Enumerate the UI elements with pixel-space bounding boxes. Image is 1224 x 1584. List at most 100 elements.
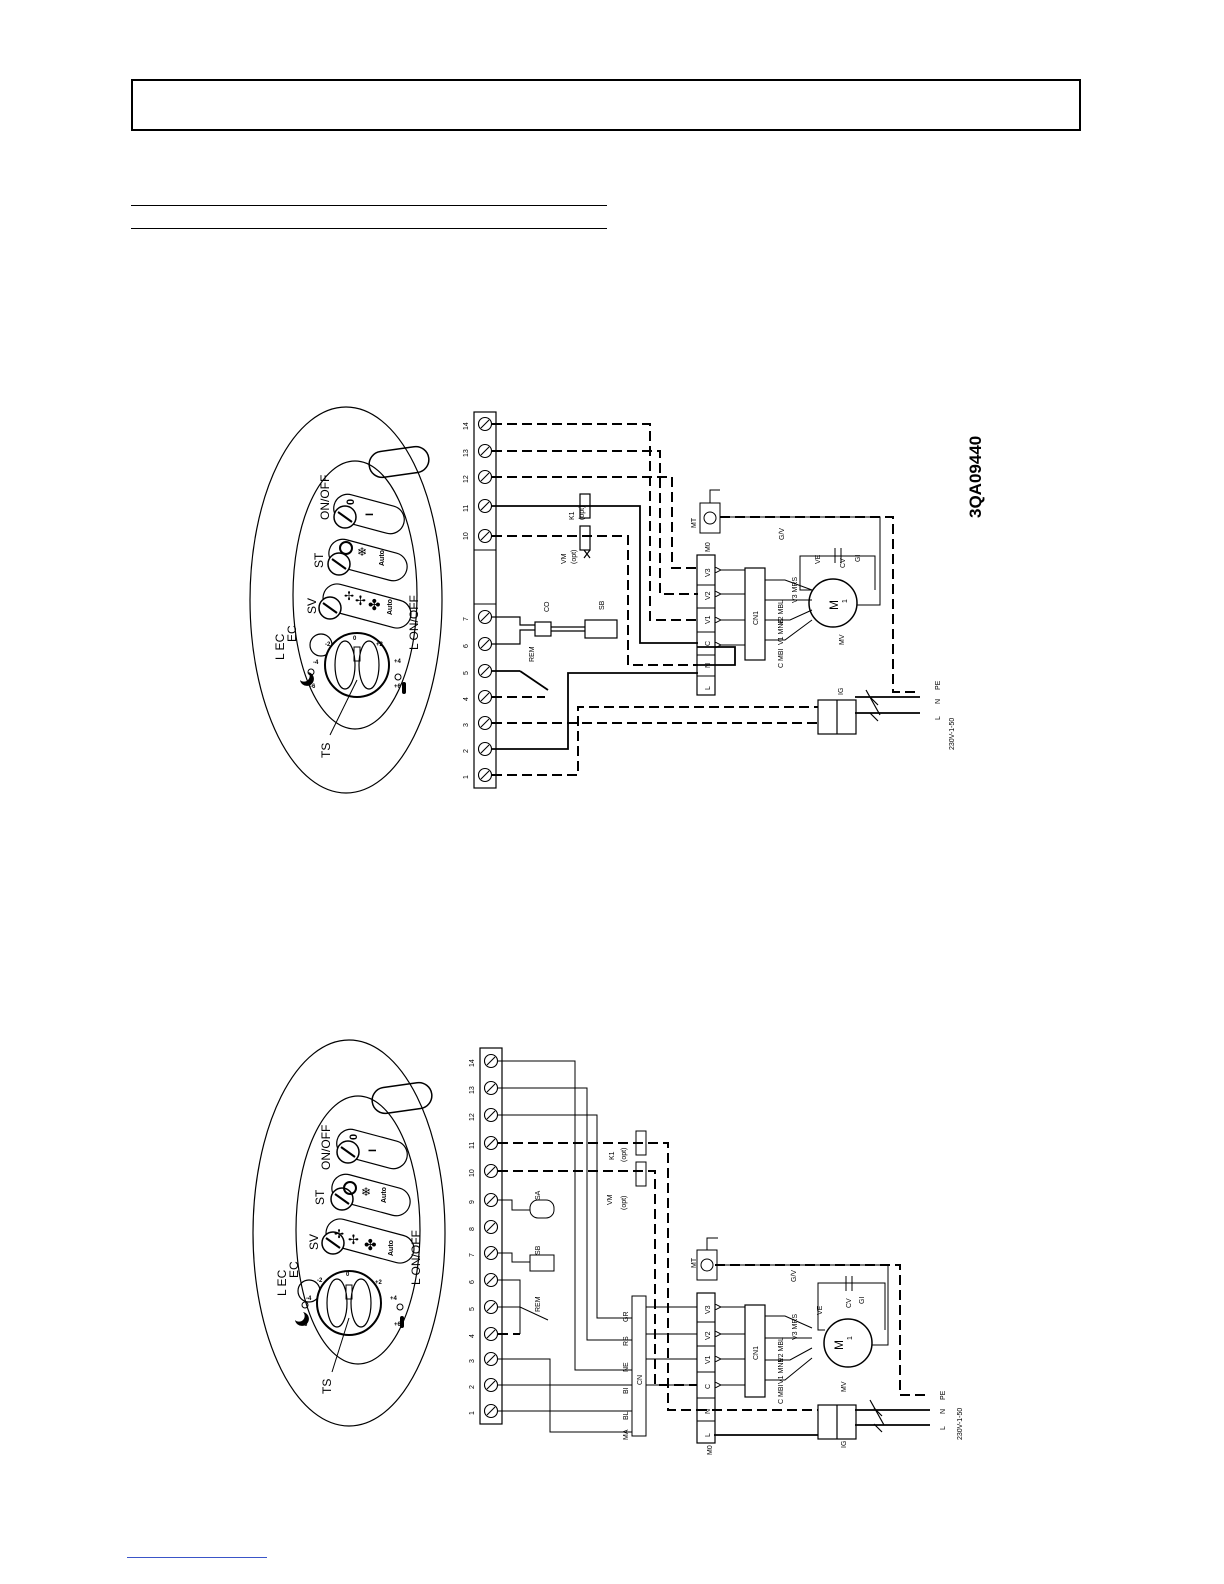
capacitor-1 [699,489,881,606]
label-ig: IG [841,1441,848,1448]
label-sa: SA [535,1190,542,1200]
document-code: 3QA09440 [966,436,985,518]
solid-wiring-2 [714,1409,930,1436]
label-l-on-off: L ON/OFF [407,595,421,650]
main-switch-2 [817,1399,885,1440]
label-gv: G/V [779,528,786,540]
label-wire: V1 MNE [778,619,785,645]
terminal-number: 6 [469,1280,476,1284]
moon-icon [295,1312,309,1326]
label-wire: V2 MBL [778,600,785,625]
snowflake-icon: ❄ [357,545,367,559]
label-auto-sv: Auto [388,1240,395,1256]
label-mains: PE [935,680,942,690]
component-labels-2: K1 (opt) VM (opt) SA SB REM CN GR RS NE … [535,1148,964,1455]
label-wire: C MBI [778,1385,785,1405]
thermostat-panel-2: ❄ ✢ ✢ ✤ ON/OFF 0 I ST SV EC L EC L ON/OF… [252,1039,446,1427]
label-wire: V3 MRS [792,577,799,603]
fan-low-icon: ✢ [344,589,354,603]
diagram-2: ❄ ✢ ✢ ✤ ON/OFF 0 I ST SV EC L EC L ON/OF… [252,1039,964,1455]
dial-tick: -2 [317,1278,323,1284]
terminal-number: 6 [463,644,470,648]
label-vm-opt: (opt) [571,550,578,564]
label-mains: L [935,716,942,720]
label-mains: N [935,699,942,704]
label-vm-opt: (opt) [621,1196,628,1210]
dial-tick: -2 [325,642,331,648]
label-sb: SB [535,1245,542,1255]
block-label: V3 [705,568,712,577]
terminal-number: 11 [463,505,470,512]
dial-tick: +4 [394,659,402,665]
label-auto-st: Auto [381,1187,388,1203]
field-wiring-2 [498,1142,930,1411]
terminal-number: 14 [469,1059,476,1067]
dial-tick: +6 [394,684,402,690]
label-mains: PE [940,1390,947,1400]
cn1-connector-1 [744,567,766,661]
rem-and-probe-1 [492,493,618,645]
label-cn-wire: GR [623,1312,630,1323]
label-co: CO [544,601,551,612]
label-rem: REM [535,1296,542,1312]
terminal-number: 13 [469,1086,476,1094]
terminal-number: 3 [469,1359,476,1363]
terminal-strip-1: 1 2 3 4 5 6 7 10 11 12 13 14 [463,411,497,789]
cn1-connector-2 [744,1304,766,1398]
cn1-arrows-1 [720,570,813,645]
fan-high-icon: ✤ [364,1237,377,1254]
dial-tick: -6 [310,684,316,690]
terminal-number: 5 [469,1307,476,1311]
label-l-on-off: L ON/OFF [409,1230,423,1285]
label-gi: GI [859,1297,866,1304]
label-supply: 230V-1-50 [949,718,956,750]
component-labels-1: K1 (opt) VM (opt) CO SB REM MT M0 G/V VE… [529,506,956,750]
cn1-arrows-2 [720,1307,813,1385]
thermostat-panel-1: ❄ ✢ ✢ ✤ ON/OFF 0 I ST SV EC L EC L ON/OF… [249,406,443,794]
label-cv: CV [846,1298,853,1308]
label-wire: C MBI [778,649,785,669]
terminal-strip-2: 1 2 3 4 5 6 7 8 9 10 11 12 13 14 [469,1047,503,1425]
terminal-number: 7 [469,1253,476,1257]
terminal-number: 10 [463,532,470,540]
solid-wiring-1 [492,505,920,750]
label-cn-wire: BL [623,1411,630,1420]
block-label: V2 [705,591,712,600]
dial-tick: +2 [376,642,384,648]
thermometer-icon [400,1316,404,1328]
label-k1-opt: (opt) [621,1148,628,1162]
capacitor-2 [696,1237,889,1346]
title-rule-bottom [131,228,607,229]
label-cv: CV [840,558,847,568]
fan-high-icon: ✤ [368,597,381,614]
terminal-number: 1 [463,775,470,779]
label-motor: M [827,600,841,610]
terminal-number: 12 [463,475,470,483]
label-cn: CN [637,1375,644,1385]
dial-tick: -4 [306,1296,312,1302]
block-label: V3 [705,1305,712,1314]
label-motor-phase: 1 [847,1336,854,1340]
label-zero: 0 [345,499,357,505]
block-label: V2 [705,1331,712,1340]
label-cn-wire: RS [623,1336,630,1346]
terminal-number: 5 [463,671,470,675]
label-gv: G/V [791,1270,798,1282]
terminal-number: 11 [469,1142,476,1149]
label-k1-opt: (opt) [579,506,586,520]
label-m0: M0 [705,542,712,552]
label-ig: IG [838,688,845,695]
footer-link[interactable] [127,1557,267,1558]
label-motor: M [832,1340,846,1350]
label-ec: EC [285,625,299,642]
label-cn1: CN1 [753,1346,760,1360]
terminal-number: 1 [469,1411,476,1415]
label-one: I [364,513,376,516]
header-box [131,79,1081,131]
label-mains: N [940,1409,947,1414]
motor-terminal-block-1: L N C V1 V2 V3 [696,554,716,696]
label-motor-phase: 1 [842,599,849,603]
label-on-off: ON/OFF [318,475,332,520]
terminal-number: 3 [463,723,470,727]
